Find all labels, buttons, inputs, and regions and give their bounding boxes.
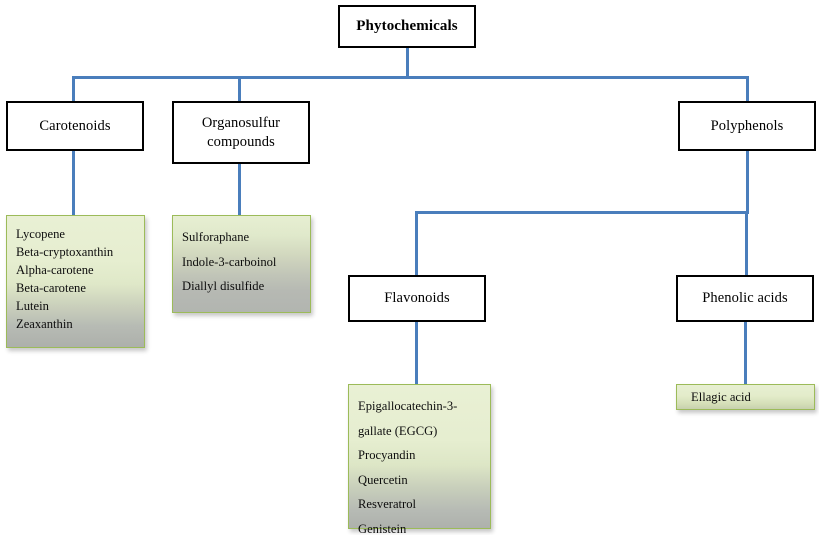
node-phytochemicals[interactable]: Phytochemicals xyxy=(338,5,476,48)
list-item: Quercetin xyxy=(358,472,408,487)
list-item: gallate (EGCG) xyxy=(358,423,438,438)
connector-bus-to-flavonoids xyxy=(415,211,418,275)
list-item: Sulforaphane xyxy=(182,230,250,244)
list-phenolic-acids[interactable]: Ellagic acid xyxy=(676,384,815,410)
node-label: Organosulfur compounds xyxy=(201,114,281,150)
connector-bus-to-carotenoids xyxy=(72,76,75,101)
list-item: Ellagic acid xyxy=(691,389,751,404)
list-item: Beta-cryptoxanthin xyxy=(16,245,114,259)
node-label: Polyphenols xyxy=(710,117,784,134)
node-phenolic-acids[interactable]: Phenolic acids xyxy=(676,275,814,322)
list-item: Procyandin xyxy=(358,448,416,462)
node-label: Phenolic acids xyxy=(702,290,788,307)
list-item: Zeaxanthin xyxy=(16,317,73,331)
list-item: Resveratrol xyxy=(358,497,417,511)
list-item: Alpha-carotene xyxy=(16,263,94,277)
connector-phenolic-acids-to-list xyxy=(744,322,747,384)
node-flavonoids[interactable]: Flavonoids xyxy=(348,275,486,322)
connector-bus-to-organosulfur xyxy=(238,76,241,101)
list-item: Lutein xyxy=(16,299,49,313)
connector-polyphenols-down xyxy=(746,151,749,213)
list-item: Genistein xyxy=(358,521,407,535)
list-item: Beta-carotene xyxy=(16,281,86,295)
list-item: Lycopene xyxy=(16,227,65,241)
connector-bus-to-polyphenols xyxy=(746,76,749,101)
node-label: Flavonoids xyxy=(384,290,450,307)
connector-bus-to-phenolic-acids xyxy=(745,211,748,275)
list-organosulfur[interactable]: Sulforaphane Indole-3-carboinol Diallyl … xyxy=(172,215,311,313)
connector-polyphenol-bus xyxy=(416,211,749,214)
list-flavonoids[interactable]: Epigallocatechin-3- gallate (EGCG) Procy… xyxy=(348,384,491,535)
list-item: Diallyl disulfide xyxy=(182,279,265,293)
connector-flavonoids-to-list xyxy=(415,322,418,384)
node-label: Carotenoids xyxy=(39,117,111,134)
connector-organosulfur-to-list xyxy=(238,164,241,215)
node-organosulfur-compounds[interactable]: Organosulfur compounds xyxy=(172,101,310,164)
list-carotenoids[interactable]: Lycopene Beta-cryptoxanthin Alpha-carote… xyxy=(6,215,145,348)
node-label: Phytochemicals xyxy=(356,17,458,34)
list-item: Epigallocatechin-3- xyxy=(358,399,458,413)
connector-main-bus xyxy=(73,76,749,79)
connector-root-down xyxy=(406,47,409,78)
list-item: Indole-3-carboinol xyxy=(182,254,277,269)
node-polyphenols[interactable]: Polyphenols xyxy=(678,101,816,151)
node-carotenoids[interactable]: Carotenoids xyxy=(6,101,144,151)
connector-carotenoids-to-list xyxy=(72,151,75,215)
